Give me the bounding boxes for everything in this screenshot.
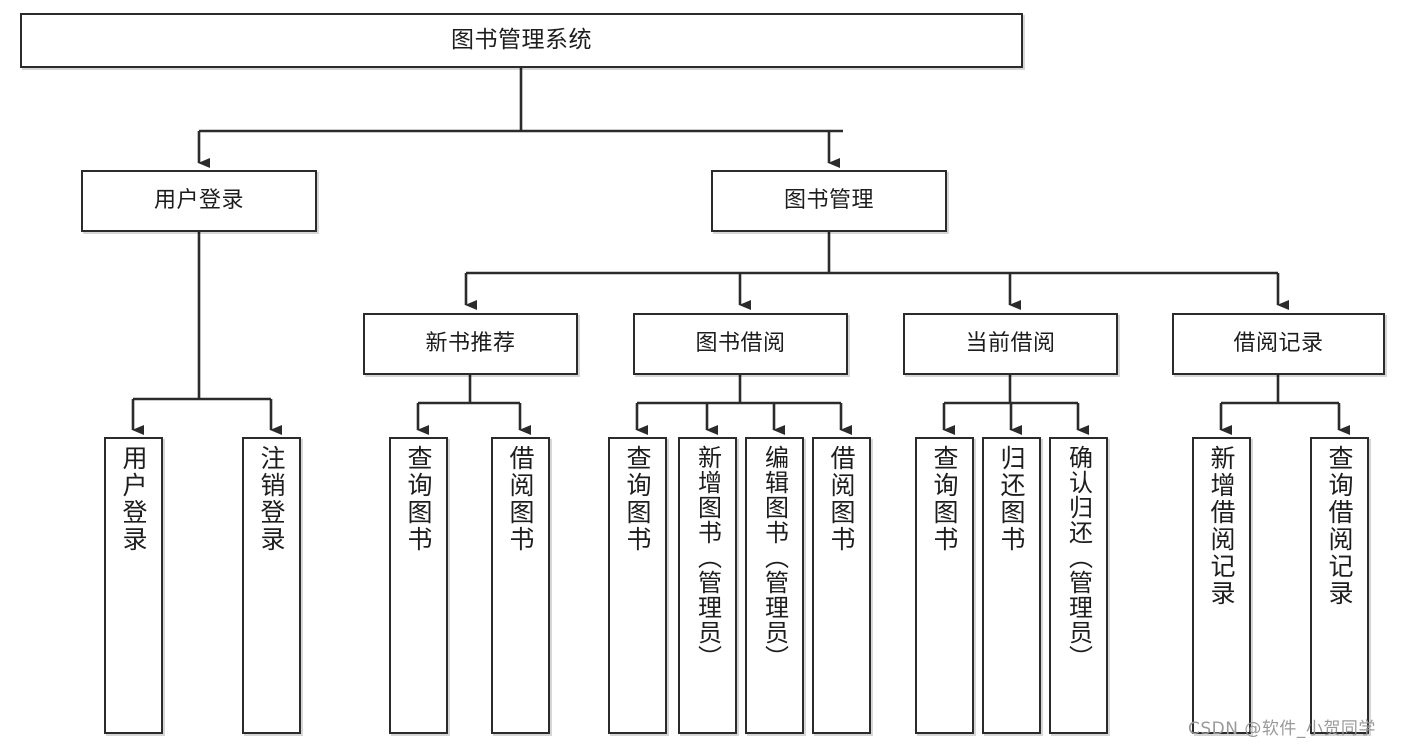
- node-leaf-borrow-book-2-label: 借阅图书: [827, 445, 856, 553]
- node-borrow-record-label: 借阅记录: [1233, 331, 1324, 357]
- node-leaf-return-book-label: 归还图书: [997, 445, 1026, 553]
- node-new-book-rec[interactable]: 新书推荐: [363, 313, 578, 375]
- node-leaf-add-book[interactable]: 新增图书（管理员）: [678, 437, 737, 734]
- node-user-login-label: 用户登录: [153, 188, 244, 214]
- node-leaf-logout-label: 注销登录: [257, 445, 286, 553]
- node-leaf-user-login[interactable]: 用户登录: [104, 437, 163, 734]
- node-leaf-edit-book-label: 编辑图书（管理员）: [760, 445, 789, 670]
- csdn-watermark: CSDN @软件_小贺同学: [1188, 719, 1376, 739]
- node-leaf-query-record[interactable]: 查询借阅记录: [1310, 437, 1369, 734]
- node-root[interactable]: 图书管理系统: [20, 13, 1023, 68]
- node-leaf-query-book-1[interactable]: 查询图书: [389, 437, 448, 734]
- node-book-manage-label: 图书管理: [783, 188, 874, 214]
- node-book-borrow[interactable]: 图书借阅: [633, 313, 848, 375]
- node-leaf-add-record[interactable]: 新增借阅记录: [1192, 437, 1251, 734]
- node-leaf-query-record-label: 查询借阅记录: [1325, 445, 1354, 607]
- node-book-borrow-label: 图书借阅: [695, 331, 786, 357]
- node-current-borrow[interactable]: 当前借阅: [903, 313, 1118, 375]
- node-book-manage[interactable]: 图书管理: [711, 170, 947, 232]
- node-leaf-borrow-book-2[interactable]: 借阅图书: [812, 437, 871, 734]
- node-borrow-record[interactable]: 借阅记录: [1172, 313, 1385, 375]
- node-new-book-rec-label: 新书推荐: [425, 331, 516, 357]
- node-current-borrow-label: 当前借阅: [965, 331, 1056, 357]
- node-leaf-add-book-label: 新增图书（管理员）: [693, 445, 722, 670]
- node-leaf-query-book-3-label: 查询图书: [930, 445, 959, 553]
- node-leaf-confirm-return-label: 确认归还（管理员）: [1064, 445, 1093, 670]
- node-leaf-query-book-2[interactable]: 查询图书: [608, 437, 667, 734]
- node-leaf-edit-book[interactable]: 编辑图书（管理员）: [745, 437, 804, 734]
- node-leaf-logout[interactable]: 注销登录: [242, 437, 301, 734]
- node-leaf-query-book-1-label: 查询图书: [404, 445, 433, 553]
- node-leaf-user-login-label: 用户登录: [119, 445, 148, 553]
- node-leaf-add-record-label: 新增借阅记录: [1207, 445, 1236, 607]
- node-leaf-return-book[interactable]: 归还图书: [982, 437, 1041, 734]
- node-leaf-query-book-2-label: 查询图书: [623, 445, 652, 553]
- node-leaf-borrow-book-1-label: 借阅图书: [506, 445, 535, 553]
- node-leaf-borrow-book-1[interactable]: 借阅图书: [491, 437, 550, 734]
- node-leaf-confirm-return[interactable]: 确认归还（管理员）: [1049, 437, 1108, 734]
- node-leaf-query-book-3[interactable]: 查询图书: [915, 437, 974, 734]
- node-root-label: 图书管理系统: [451, 27, 592, 54]
- node-user-login[interactable]: 用户登录: [81, 170, 317, 232]
